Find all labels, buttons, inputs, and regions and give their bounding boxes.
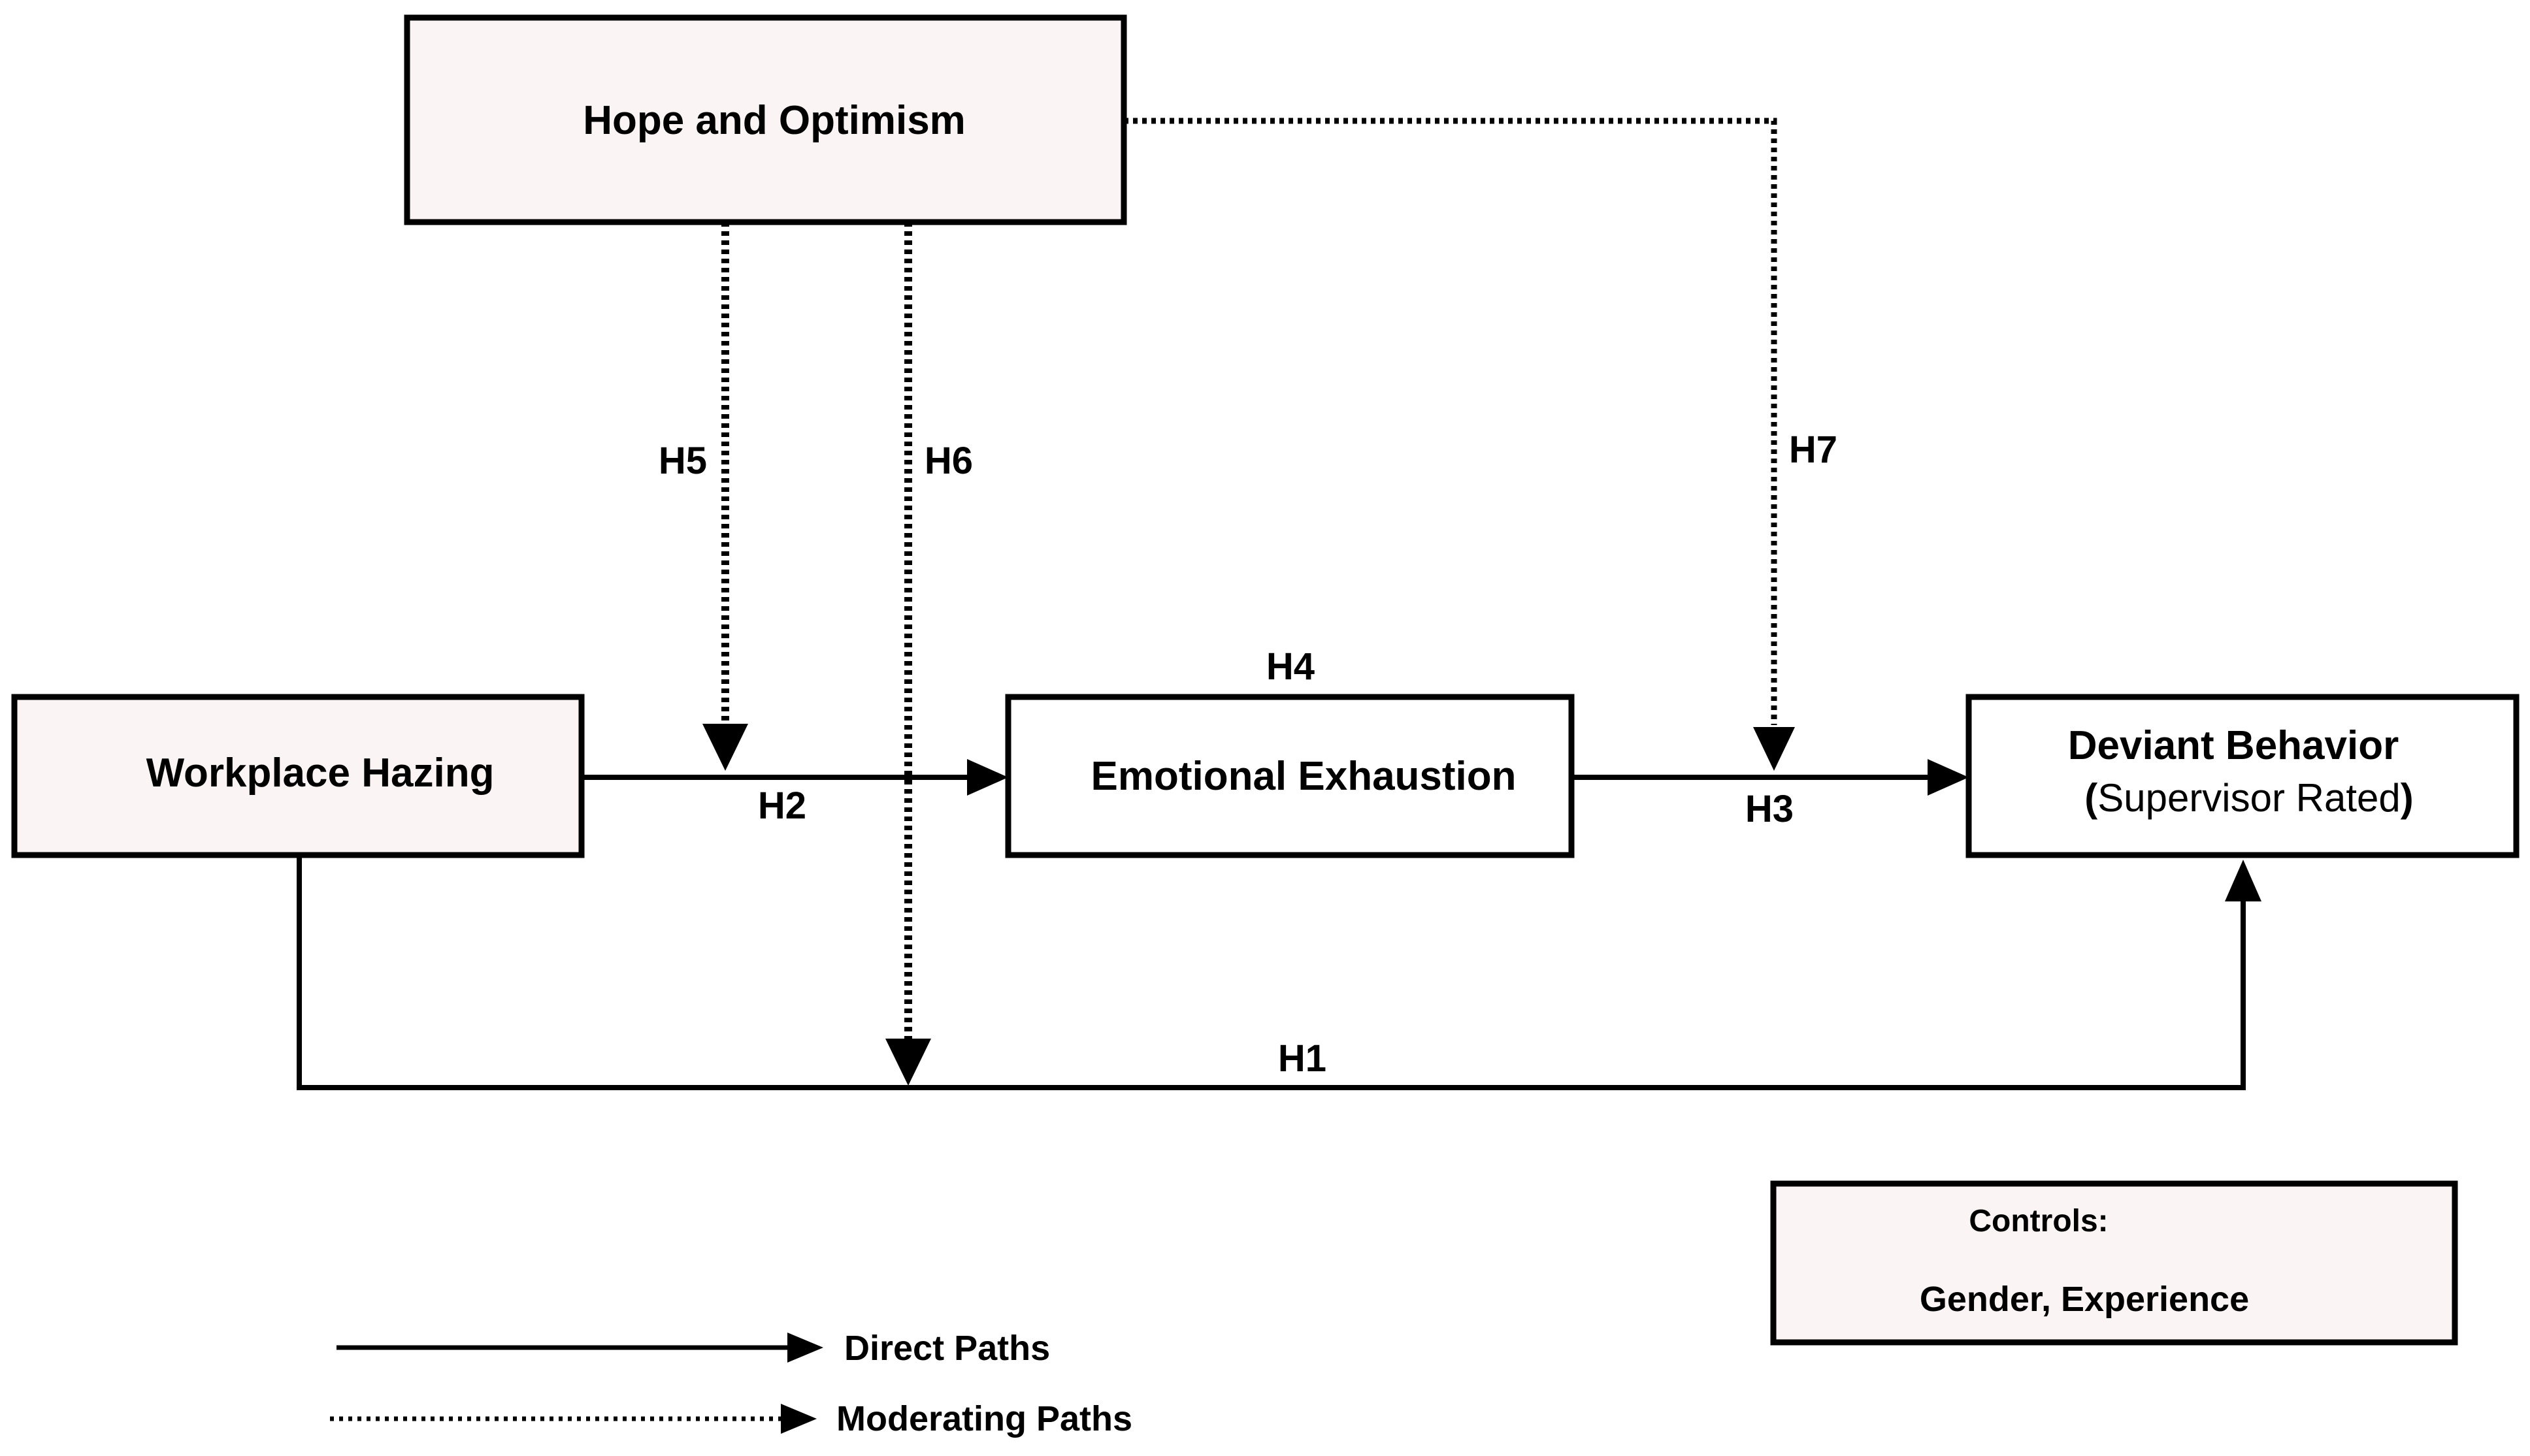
deviant-close-paren: ) xyxy=(2401,776,2414,820)
controls-title: Controls: xyxy=(1969,1204,2108,1238)
arrowhead-right xyxy=(967,759,1008,796)
arrowhead-right xyxy=(1928,759,1969,796)
controls-items: Gender, Experience xyxy=(1920,1280,2249,1319)
node-deviant-box xyxy=(1965,694,2520,858)
legend-moderating-label: Moderating Paths xyxy=(836,1399,1132,1438)
node-workplace-hazing: Workplace Hazing xyxy=(11,694,585,858)
controls-rect xyxy=(1770,1180,2458,1346)
label-h4: H4 xyxy=(1266,645,1315,688)
deviant-subtitle-text: Supervisor Rated xyxy=(2097,776,2401,820)
node-hazing-label: Workplace Hazing xyxy=(146,751,495,796)
path-h3-exhaustion-to-deviant xyxy=(1571,759,1969,796)
node-hope-label: Hope and Optimism xyxy=(583,98,966,143)
node-hope-and-optimism: Hope and Optimism xyxy=(404,14,1127,225)
legend-moderating: Moderating Paths xyxy=(330,1399,1132,1438)
label-h1: H1 xyxy=(1278,1037,1326,1080)
node-deviant-title: Deviant Behavior xyxy=(2068,723,2399,768)
arrowhead-right xyxy=(781,1404,817,1434)
node-hope-box xyxy=(404,14,1127,225)
label-h3: H3 xyxy=(1745,788,1794,830)
label-h5: H5 xyxy=(659,440,707,482)
legend-direct: Direct Paths xyxy=(337,1329,1050,1368)
legend-direct-label: Direct Paths xyxy=(844,1329,1050,1368)
node-exhaustion-label: Emotional Exhaustion xyxy=(1091,754,1516,799)
arrowhead-down xyxy=(885,1039,931,1086)
deviant-open-paren: ( xyxy=(2084,776,2097,820)
arrowhead-right xyxy=(787,1333,823,1363)
path-h1-hazing-to-deviant xyxy=(297,855,2261,1090)
node-deviant-behavior: Deviant Behavior (Supervisor Rated) xyxy=(1965,694,2520,858)
node-hazing-box xyxy=(11,694,585,858)
controls-box: Controls: Gender, Experience xyxy=(1770,1180,2458,1346)
node-emotional-exhaustion: Emotional Exhaustion xyxy=(1005,694,1575,858)
arrowhead-down xyxy=(702,724,748,771)
label-h2: H2 xyxy=(758,785,806,827)
arrowhead-down xyxy=(1753,727,1795,771)
path-h6-moderation xyxy=(885,222,931,1086)
path-h7-moderation xyxy=(1124,118,1795,771)
label-h7: H7 xyxy=(1789,429,1837,471)
arrowhead-up xyxy=(2225,860,2261,901)
path-h2-hazing-to-exhaustion xyxy=(582,759,1008,796)
node-deviant-subtitle: (Supervisor Rated) xyxy=(2084,776,2414,820)
node-exhaustion-box xyxy=(1005,694,1575,858)
path-h5-moderation xyxy=(702,222,748,771)
label-h6: H6 xyxy=(925,440,973,482)
legend: Direct Paths Moderating Paths xyxy=(330,1329,1132,1438)
